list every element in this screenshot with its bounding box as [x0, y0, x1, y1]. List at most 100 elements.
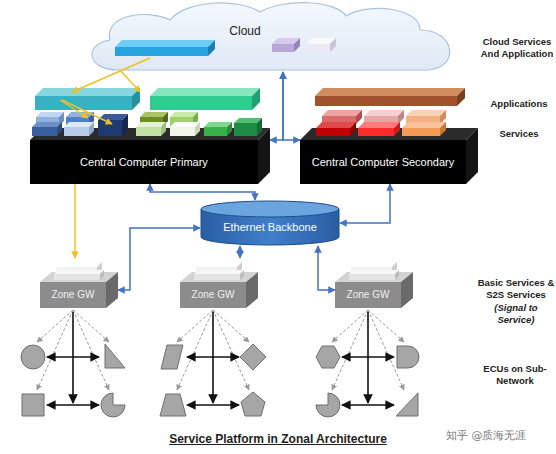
- node-shape: [78, 0, 458, 75]
- bus-line: [47, 356, 99, 358]
- slab-side: [208, 40, 215, 56]
- backbone-cylinder: Ethernet Backbone: [200, 200, 340, 246]
- slab-side: [122, 114, 128, 136]
- slab-top: [194, 270, 244, 274]
- slab-top: [315, 88, 465, 96]
- slab-front: [349, 274, 395, 280]
- zone-gateway: Zone GW: [40, 258, 118, 308]
- slab-front: [115, 47, 208, 56]
- ecu-shape: [105, 344, 125, 368]
- slab-top: [54, 270, 104, 274]
- slab-side: [227, 122, 232, 136]
- slab-side: [395, 270, 399, 280]
- slab-side: [195, 122, 200, 136]
- dashed-link: [332, 310, 368, 342]
- slab-side: [350, 122, 356, 136]
- ecu-group: [21, 310, 419, 417]
- flow-arrow: [62, 100, 112, 124]
- node-label: Central Computer Secondary: [300, 156, 466, 169]
- slab-side: [466, 128, 478, 184]
- flow-arrow: [72, 58, 150, 92]
- slab-front: [64, 127, 89, 136]
- watermark: 知乎 @质海无涯: [446, 429, 556, 443]
- slab-side: [394, 122, 400, 136]
- ecu-shape: [316, 346, 340, 368]
- dashed-link: [37, 310, 73, 342]
- slab-front: [98, 120, 122, 136]
- slab-front: [316, 128, 350, 136]
- ecu-shape: [316, 393, 340, 417]
- slab-side: [294, 38, 300, 52]
- dashed-link: [332, 310, 368, 390]
- bus-line: [187, 356, 239, 358]
- node-label: Central Computer Primary: [30, 156, 258, 169]
- slab-side: [257, 118, 262, 136]
- slab-top: [358, 122, 400, 128]
- slab-front: [194, 274, 240, 280]
- box-side: [246, 272, 258, 308]
- connector: [270, 72, 283, 140]
- zone-gateway: Zone GW: [335, 258, 413, 308]
- dashed-link: [177, 310, 213, 342]
- flow-arrow: [120, 70, 140, 92]
- layer-label: Applications: [484, 98, 554, 110]
- slab-front: [272, 44, 294, 52]
- layer-note: (Signal to Service): [476, 302, 556, 326]
- dashed-link: [213, 310, 249, 342]
- slab-front: [315, 96, 457, 106]
- dashed-link: [177, 310, 213, 390]
- node-shape: [300, 84, 480, 184]
- dashed-link: [368, 310, 404, 342]
- slab-top: [364, 110, 404, 116]
- slab-side: [398, 110, 404, 124]
- ecu-shape: [397, 346, 419, 368]
- slab-top: [136, 122, 166, 127]
- node-label: Cloud: [78, 24, 412, 38]
- bus-line: [342, 356, 394, 358]
- node-shape: [335, 258, 413, 308]
- node-label: Zone GW: [180, 289, 246, 301]
- bus-line: [187, 404, 239, 406]
- slab-side: [440, 110, 446, 124]
- connector: [118, 228, 200, 290]
- computer-block: Central Computer Secondary: [300, 84, 480, 184]
- slab-top: [406, 110, 446, 116]
- slab-top: [402, 122, 446, 128]
- slab-top: [115, 40, 215, 47]
- slab-side: [252, 88, 260, 110]
- slab-side: [57, 122, 62, 136]
- node-label: Zone GW: [335, 289, 401, 301]
- slab-side: [161, 122, 166, 136]
- box-front: [335, 282, 401, 308]
- slab-side: [100, 270, 104, 280]
- slab-top: [349, 270, 399, 274]
- ecu-shape: [240, 344, 266, 370]
- slab-front: [300, 140, 466, 184]
- slab-side: [330, 38, 336, 52]
- layer-label: Services: [484, 128, 554, 140]
- slab-front: [234, 123, 257, 136]
- connector: [239, 246, 241, 258]
- slab-front: [35, 96, 132, 110]
- ecu-shape: [161, 345, 183, 369]
- dashed-link: [73, 310, 109, 342]
- slab-top: [322, 110, 362, 116]
- slab-side: [356, 110, 362, 124]
- ecu-shape: [22, 394, 44, 416]
- ecu-shape: [21, 345, 45, 369]
- ecu-shape: [160, 394, 186, 416]
- slab-side: [240, 270, 244, 280]
- connector: [283, 72, 300, 140]
- slab-top: [351, 262, 397, 267]
- bus-line: [342, 404, 394, 406]
- slab-front: [358, 128, 394, 136]
- connector: [74, 184, 76, 258]
- slab-side: [440, 122, 446, 136]
- computer-block: Central Computer Primary: [30, 84, 270, 184]
- slab-side: [258, 128, 270, 184]
- box-front: [180, 282, 246, 308]
- slab-front: [150, 96, 252, 110]
- box-side: [401, 272, 413, 308]
